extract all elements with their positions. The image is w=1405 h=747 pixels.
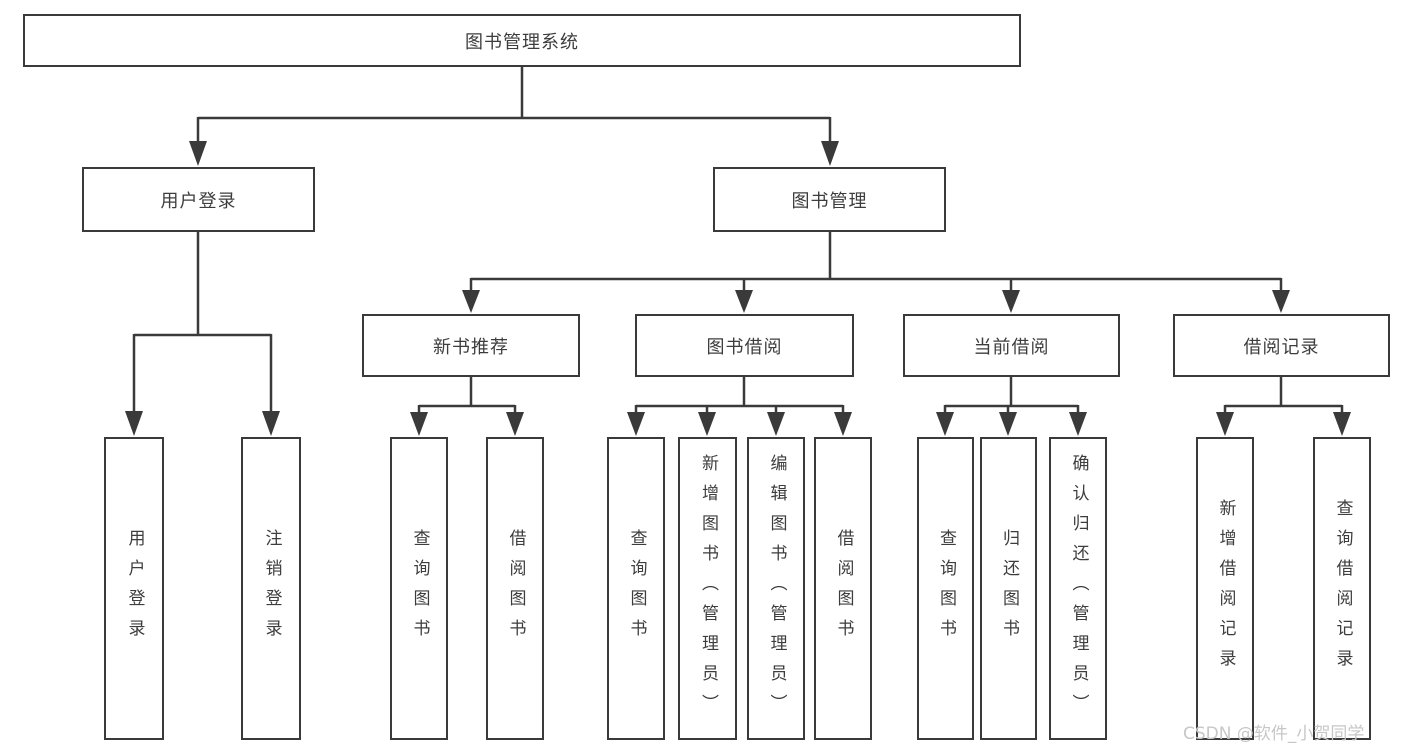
node-label: 新增图书（管理员）	[698, 453, 718, 724]
node-label: 编辑图书（管理员）	[766, 453, 787, 724]
node-label: 查询图书	[626, 528, 647, 649]
node-current-borrowing: 当前借阅	[903, 314, 1120, 377]
node-leaf-add-books-admin: 新增图书（管理员）	[678, 437, 737, 740]
node-label: 借阅图书	[505, 528, 526, 649]
node-leaf-query-books-2: 查询图书	[607, 437, 665, 740]
node-borrowing-records: 借阅记录	[1173, 314, 1390, 377]
node-label: 查询借阅记录	[1332, 498, 1353, 679]
node-leaf-add-borrow-record: 新增借阅记录	[1196, 437, 1254, 740]
node-label: 新书推荐	[433, 336, 509, 358]
node-leaf-edit-books-admin: 编辑图书（管理员）	[747, 437, 805, 740]
node-leaf-query-borrow-record: 查询借阅记录	[1313, 437, 1371, 740]
node-leaf-query-books-3: 查询图书	[917, 437, 974, 740]
node-leaf-confirm-return-admin: 确认归还（管理员）	[1049, 437, 1107, 740]
node-label: 归还图书	[999, 528, 1019, 649]
node-label: 新增借阅记录	[1215, 498, 1236, 679]
node-label: 借阅图书	[833, 528, 854, 649]
node-label: 用户登录	[160, 190, 237, 212]
node-label: 图书借阅	[706, 336, 783, 358]
node-label: 查询图书	[936, 528, 956, 649]
node-label: 确认归还（管理员）	[1068, 453, 1089, 724]
node-book-management-branch: 图书管理	[713, 167, 946, 232]
node-root-library-management-system: 图书管理系统	[23, 14, 1021, 67]
node-leaf-logout: 注销登录	[241, 437, 301, 740]
csdn-watermark: CSDN @软件_小贺同学	[1183, 724, 1365, 744]
node-leaf-borrow-books: 借阅图书	[486, 437, 544, 740]
node-user-login-branch: 用户登录	[82, 167, 315, 232]
node-new-book-recommendation: 新书推荐	[362, 314, 580, 377]
node-leaf-borrow-books-2: 借阅图书	[814, 437, 872, 740]
node-label: 用户登录	[124, 528, 145, 649]
node-label: 图书管理	[791, 190, 868, 212]
node-leaf-return-books: 归还图书	[980, 437, 1037, 740]
node-label: 当前借阅	[973, 336, 1050, 358]
node-label: 查询图书	[409, 528, 430, 649]
node-leaf-query-books: 查询图书	[390, 437, 448, 740]
node-label: 借阅记录	[1243, 336, 1320, 358]
node-leaf-user-login: 用户登录	[104, 437, 164, 740]
node-label: 注销登录	[261, 528, 282, 649]
node-book-borrowing: 图书借阅	[635, 314, 854, 377]
node-label: 图书管理系统	[465, 31, 579, 53]
